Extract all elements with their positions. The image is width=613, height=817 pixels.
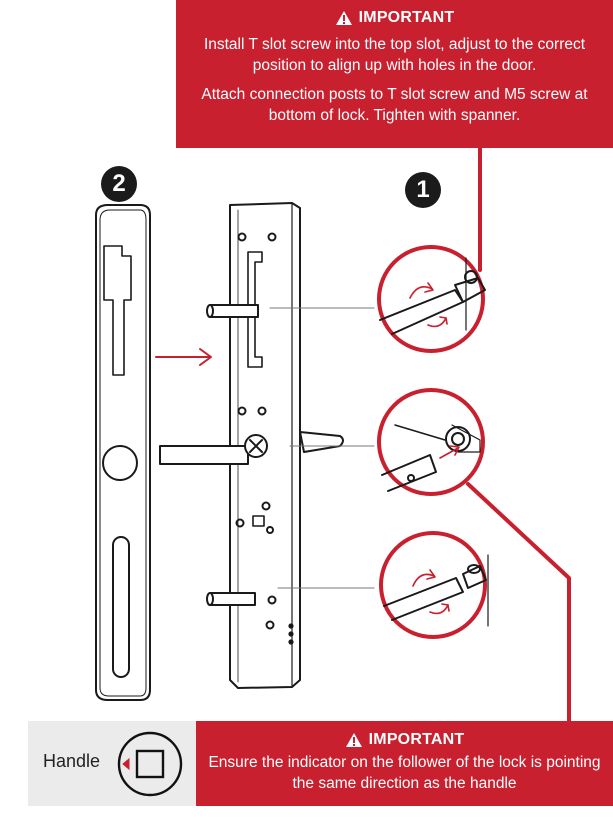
- detail-circle-middle: [377, 388, 485, 496]
- lock-body: [159, 202, 344, 689]
- direction-arrow-icon: [155, 348, 212, 366]
- callout-heading-text: IMPORTANT: [368, 731, 465, 748]
- warning-icon: [335, 11, 352, 25]
- rotate-arrow-icon: [409, 282, 448, 328]
- callout-heading: IMPORTANT: [176, 9, 613, 27]
- important-callout-bottom: IMPORTANT Ensure the indicator on the fo…: [196, 721, 613, 806]
- detail-circle-bottom: [379, 531, 489, 639]
- handle-indicator-panel: Handle: [28, 721, 196, 806]
- important-callout-top: IMPORTANT Install T slot screw into the …: [176, 0, 613, 148]
- detail-circle-top: [377, 245, 486, 353]
- callout-instruction-2: Attach connection posts to T slot screw …: [201, 86, 588, 124]
- callout-heading: IMPORTANT: [196, 731, 613, 749]
- callout-instruction-1: Install T slot screw into the top slot, …: [203, 36, 586, 74]
- warning-icon: [345, 733, 362, 747]
- step-1-number: 1: [416, 176, 430, 203]
- step-1-badge: 1: [405, 172, 441, 208]
- escutcheon-plate: [95, 204, 151, 701]
- handle-label: Handle: [43, 751, 101, 771]
- callout-instruction-bottom: Ensure the indicator on the follower of …: [208, 754, 601, 792]
- callout-heading-text: IMPORTANT: [358, 9, 455, 26]
- step-2-number: 2: [112, 170, 126, 197]
- step-2-badge: 2: [101, 166, 137, 202]
- follower-indicator-icon: [117, 731, 183, 797]
- leader-lines: [269, 307, 375, 589]
- callout-connectors: [466, 144, 571, 724]
